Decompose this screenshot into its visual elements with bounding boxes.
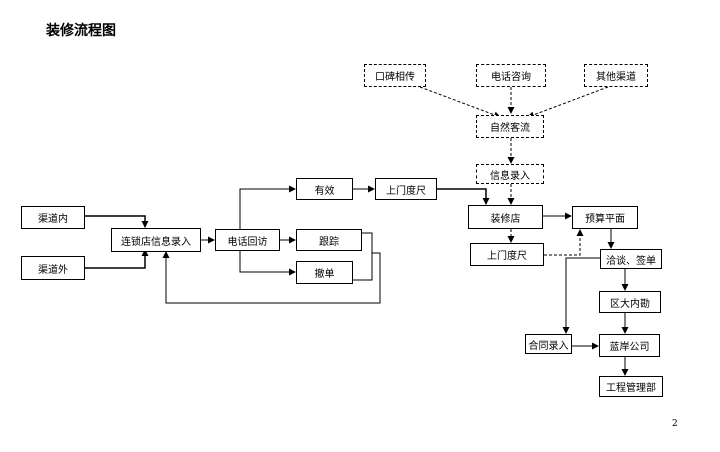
node-budget-plan: 预算平面 (572, 206, 638, 229)
node-phone-callback: 电话回访 (215, 229, 280, 251)
node-channel-outer: 渠道外 (21, 256, 85, 280)
node-district-survey: 区大内勘 (599, 291, 661, 313)
edge-measure1-to-decor-store (437, 188, 490, 205)
node-measure-1: 上门度尺 (375, 178, 437, 200)
node-engineering-dept: 工程管理部 (599, 376, 663, 397)
page-title: 装修流程图 (46, 23, 116, 39)
node-measure-2: 上门度尺 (470, 243, 544, 266)
node-info-entry: 信息录入 (476, 164, 544, 184)
node-channel-inner: 渠道内 (21, 206, 85, 229)
node-other-channels: 其他渠道 (584, 64, 648, 87)
node-chain-store-entry: 连锁店信息录入 (111, 228, 201, 252)
node-natural-visitors: 自然客流 (476, 115, 544, 138)
edge-word-of-mouth-to-natural (419, 86, 501, 119)
edge-followup-withdraw-loop (353, 232, 373, 281)
edge-callback-to-valid (239, 185, 296, 229)
node-phone-inquiry: 电话咨询 (476, 64, 546, 87)
node-follow-up: 跟踪 (296, 229, 362, 251)
node-word-of-mouth: 口碑相传 (364, 64, 426, 87)
edge-callback-to-withdraw (239, 251, 296, 276)
edge-negotiate-to-contract (562, 257, 601, 334)
node-valid: 有效 (296, 178, 353, 200)
edge-channel-inner-to-chain (85, 215, 149, 228)
node-lanan-company: 蓝岸公司 (599, 334, 660, 357)
page-number: 2 (672, 419, 678, 429)
node-withdraw: 撤单 (296, 261, 353, 284)
node-decor-store: 装修店 (468, 205, 543, 229)
node-negotiate-sign: 洽谈、签单 (600, 249, 662, 269)
edge-other-to-natural (527, 86, 609, 119)
node-contract-entry: 合同录入 (525, 334, 572, 354)
edge-measure2-to-budget (544, 229, 584, 256)
edge-feedback-loop (162, 251, 381, 304)
edge-channel-outer-to-chain (85, 249, 149, 269)
